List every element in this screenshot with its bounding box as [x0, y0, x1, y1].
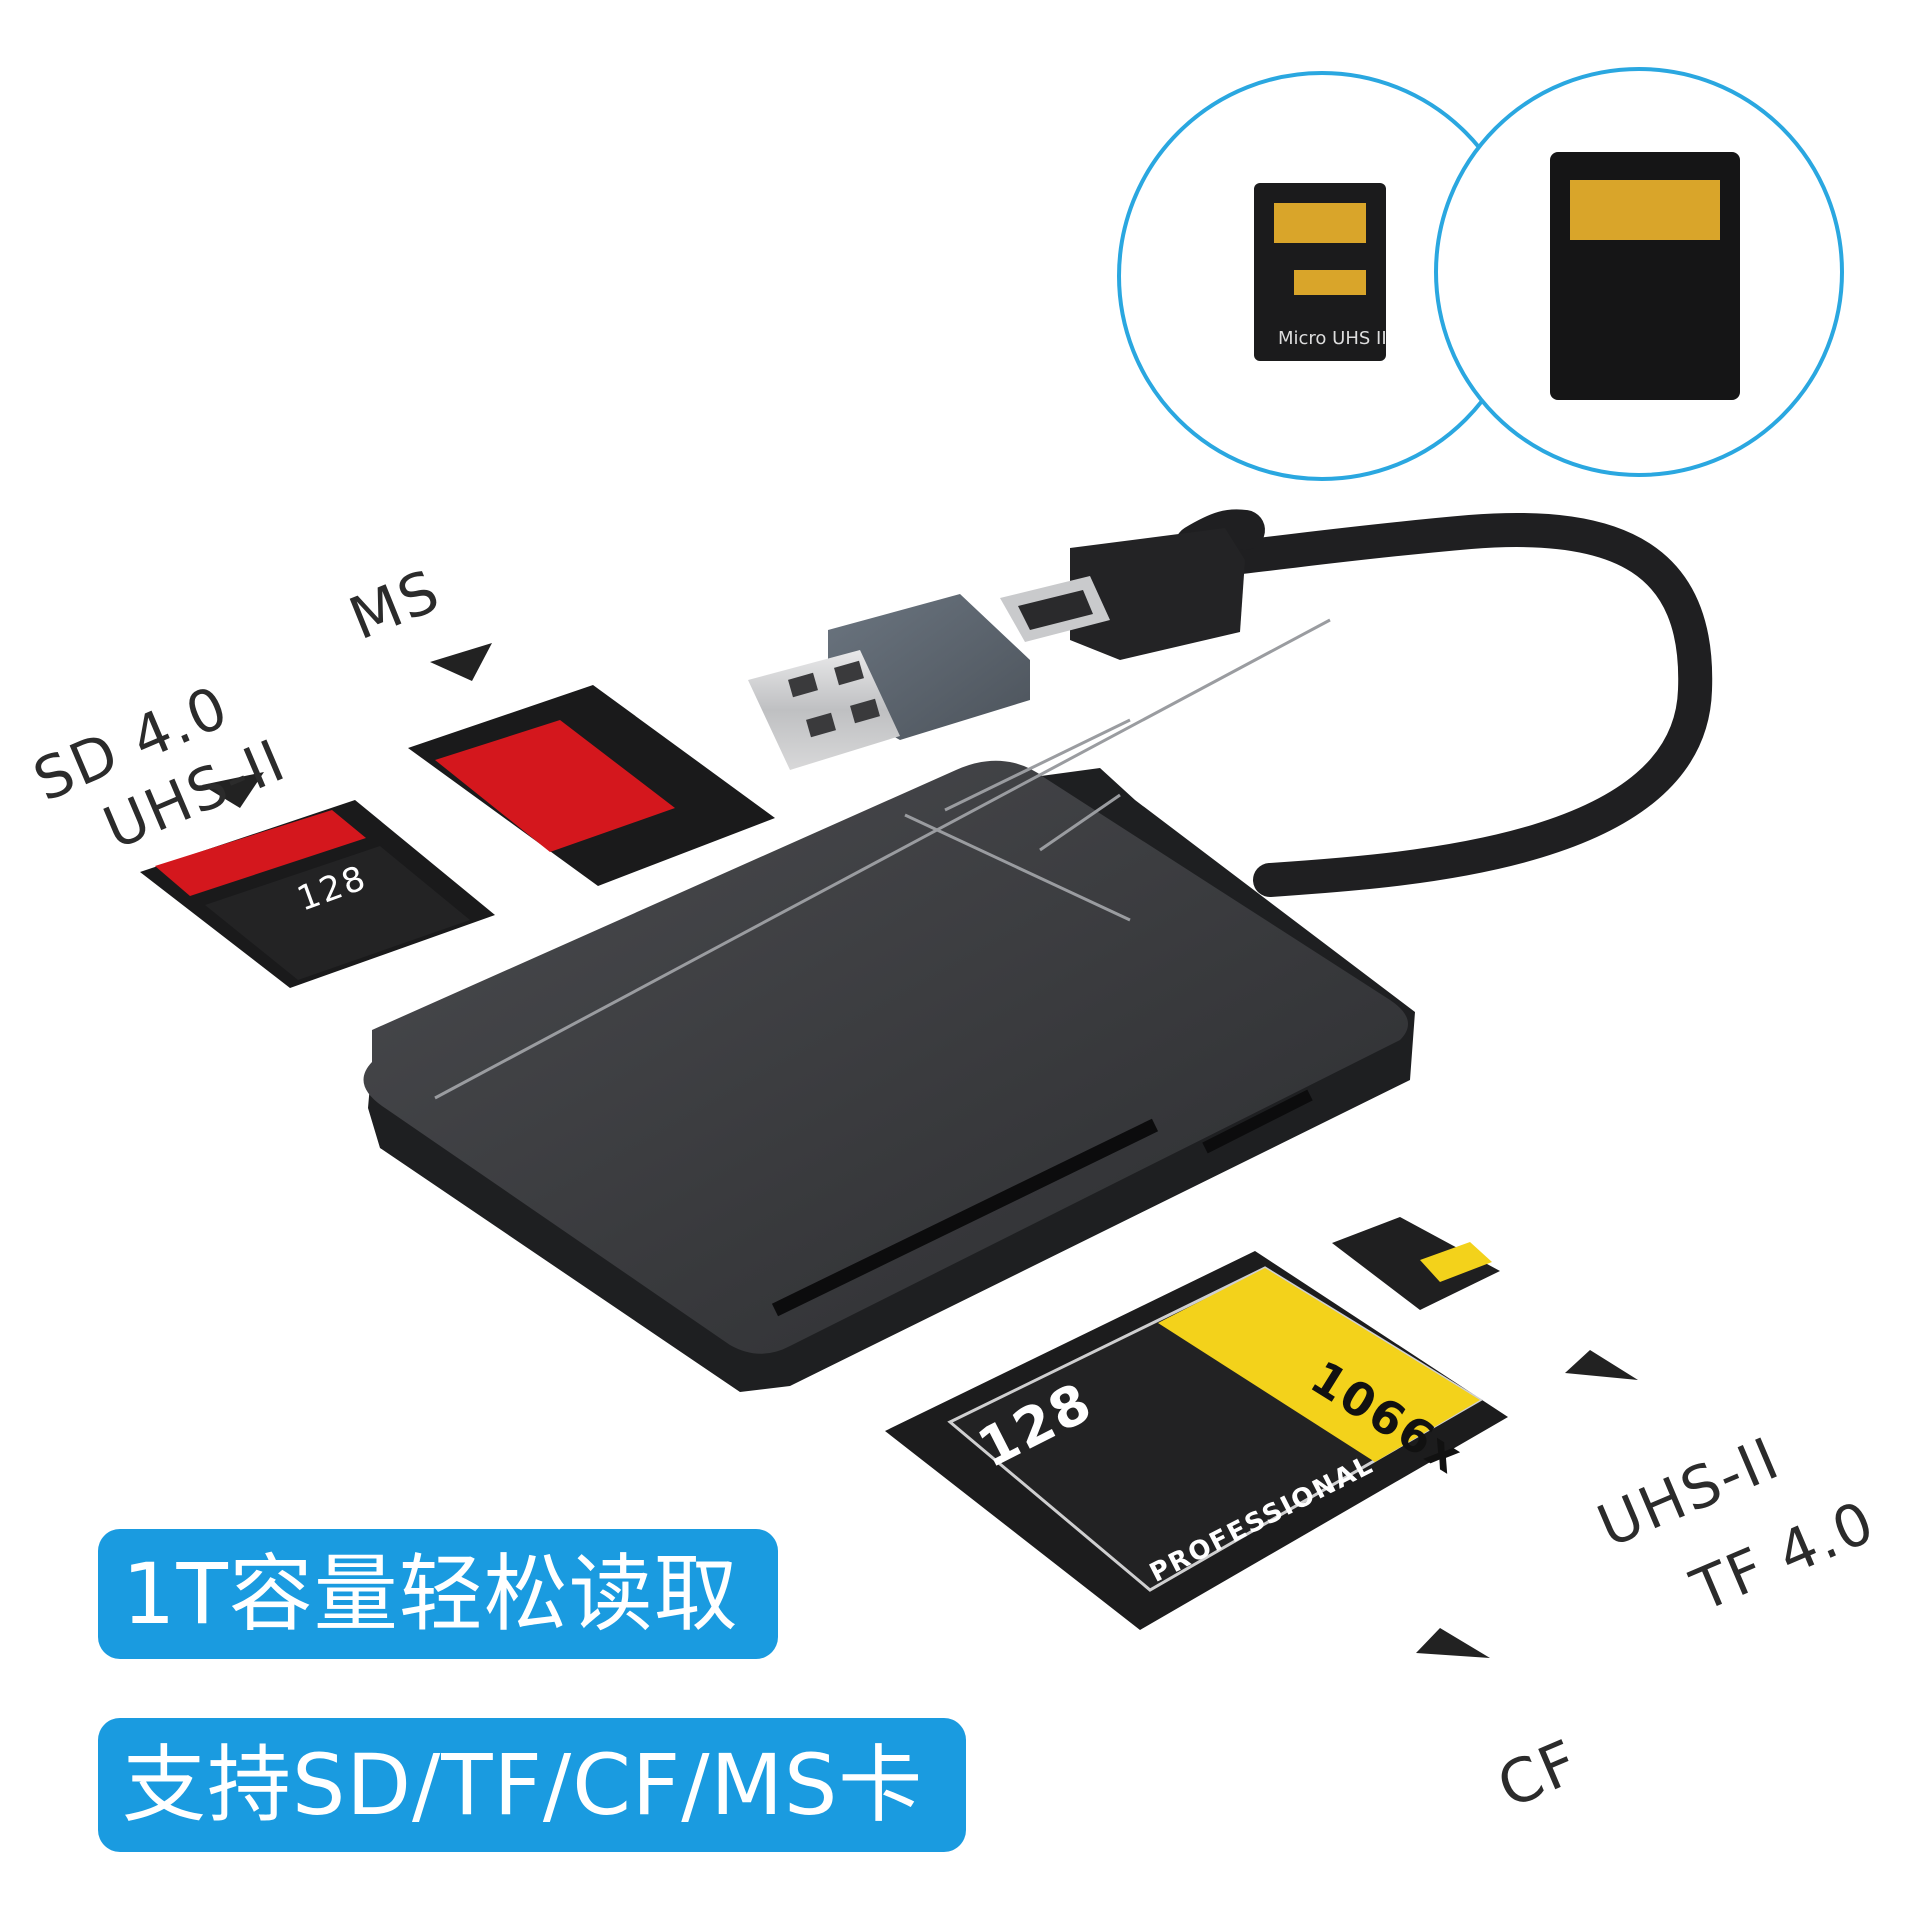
ms-card: [408, 685, 775, 886]
usb-c-connector: [1000, 528, 1245, 660]
arrow-marker-sd: [202, 772, 264, 808]
arrow-marker-ms: [430, 643, 492, 681]
cf-card: [885, 1251, 1508, 1630]
arrow-marker-cf: [1416, 1628, 1490, 1658]
cable: [1133, 512, 1713, 897]
arrow-marker-tf: [1565, 1350, 1638, 1380]
capacity-badge: 1T容量轻松读取: [98, 1529, 778, 1659]
card-reader-body: [363, 618, 1415, 1392]
usb-a-connector: [748, 594, 1030, 770]
sd-card: [140, 800, 495, 988]
microsd-card: [1332, 1217, 1500, 1310]
inset-micro-label: Micro UHS II: [1278, 328, 1387, 349]
microsd-back-illustration: [1254, 183, 1386, 361]
support-badge: 支持SD/TF/CF/MS卡: [98, 1718, 966, 1852]
sd-back-illustration: [1550, 152, 1740, 400]
